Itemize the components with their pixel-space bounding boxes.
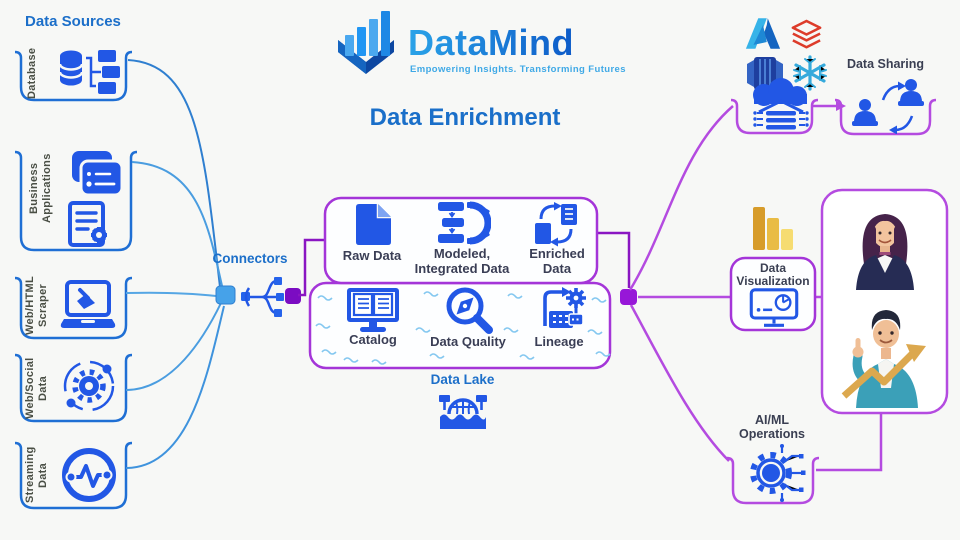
source-label-business-apps: Business Applications	[28, 153, 54, 223]
databricks-icon	[789, 18, 824, 55]
analyst-man-avatar	[836, 296, 936, 408]
source-box-outlines	[14, 50, 138, 510]
lake-links	[298, 231, 631, 297]
cloud-warehouse-icon	[742, 78, 820, 134]
data-quality-icon	[443, 284, 495, 336]
enriched-data-label: Enriched Data	[529, 246, 585, 276]
brand-logo-icon	[330, 8, 402, 80]
lineage-icon	[531, 284, 587, 334]
azure-icon	[744, 15, 782, 52]
page-title: Data Enrichment	[369, 104, 561, 131]
source-label-database: Database	[26, 47, 38, 99]
data-sources-title: Data Sources	[25, 13, 121, 30]
aiml-operations-label: AI/ML Operations	[739, 413, 805, 441]
distribution-node	[620, 289, 637, 305]
data-quality-label: Data Quality	[430, 334, 506, 349]
raw-data-icon	[352, 202, 394, 246]
modeled-data-label: Modeled, Integrated Data	[414, 246, 510, 276]
data-sharing-label: Data Sharing	[846, 57, 925, 71]
document-gear-icon	[62, 200, 118, 250]
data-visualization-label: Data Visualization	[736, 261, 810, 289]
ingest-node	[285, 288, 301, 304]
output-box-outlines	[726, 98, 937, 505]
analyst-woman-avatar	[844, 202, 926, 290]
gear-orbit-icon	[60, 357, 118, 415]
powerbi-icon	[751, 204, 797, 252]
connector-branch-icon	[244, 277, 284, 317]
source-label-web-html: Web/HTML Scraper	[24, 275, 50, 335]
connectors-label: Connectors	[212, 251, 288, 266]
data-lake-icon	[438, 389, 488, 431]
snowflake-icon	[790, 53, 830, 93]
catalog-icon	[345, 286, 401, 334]
modeled-data-icon	[433, 200, 491, 246]
data-lake-label: Data Lake	[430, 372, 495, 387]
catalog-label: Catalog	[349, 332, 397, 347]
connector-hub-node	[215, 285, 236, 305]
database-icon	[56, 46, 120, 96]
brand-tagline: Empowering Insights. Transforming Future…	[410, 64, 626, 75]
aiml-gear-icon	[746, 443, 806, 503]
output-curves	[628, 104, 883, 472]
source-label-web-social: Web/Social Data	[24, 357, 50, 419]
lineage-label: Lineage	[534, 334, 584, 349]
enriched-data-icon	[531, 201, 581, 247]
pulse-stream-icon	[60, 446, 118, 504]
laptop-scraper-icon	[58, 280, 118, 332]
dashboard-monitor-icon	[748, 288, 800, 328]
source-label-streaming: Streaming Data	[24, 446, 50, 504]
brand-name: DataMind	[408, 22, 574, 63]
source-connector-curves	[125, 59, 225, 469]
water-waves	[315, 291, 611, 365]
app-cards-icon	[66, 150, 124, 198]
data-sharing-icon	[850, 78, 928, 134]
raw-data-label: Raw Data	[342, 248, 402, 263]
